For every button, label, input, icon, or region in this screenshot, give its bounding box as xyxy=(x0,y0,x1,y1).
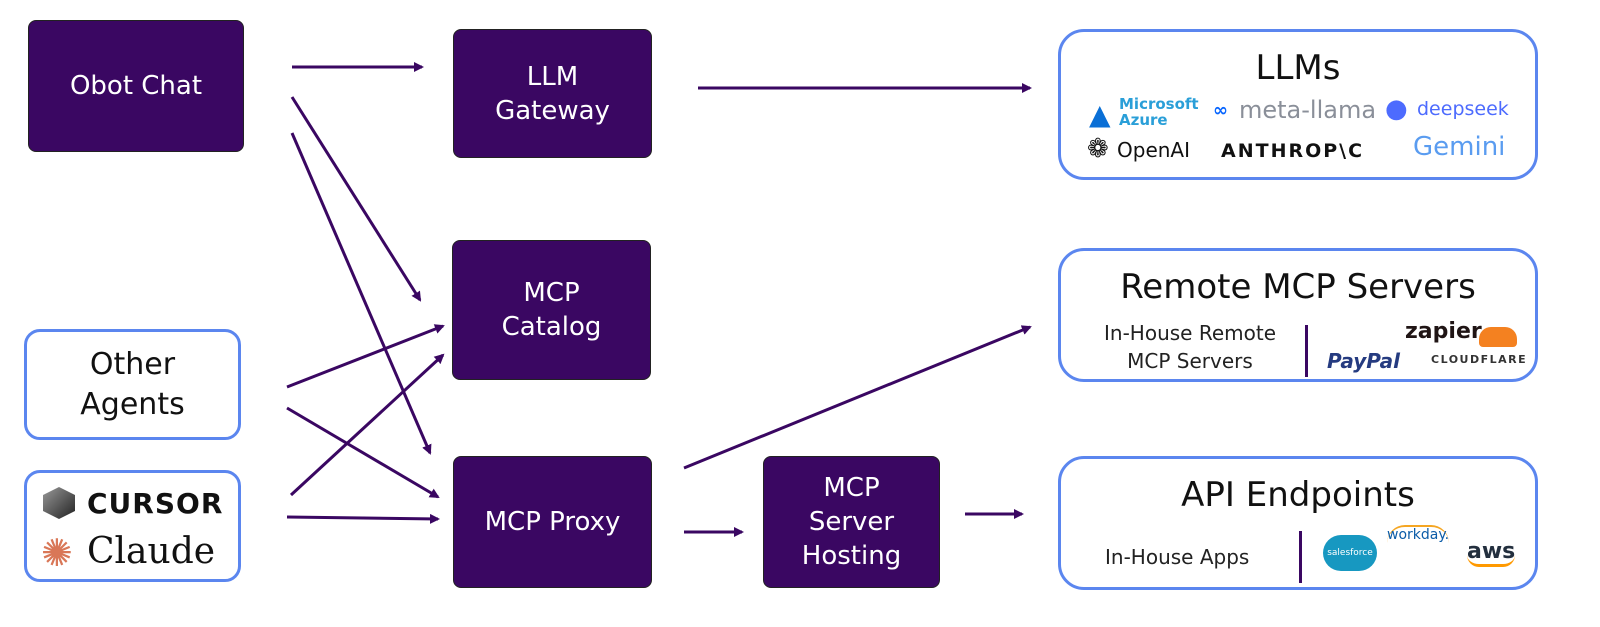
llms-node[interactable]: LLMs ▲ Microsoft Azure ∞ meta-llama ● de… xyxy=(1058,29,1538,180)
label: Obot Chat xyxy=(69,71,203,101)
cursor-claude-node[interactable]: CURSOR ✺ Claude xyxy=(24,470,241,582)
deepseek-icon: ● xyxy=(1385,94,1408,124)
api-endpoints-title: API Endpoints xyxy=(1181,475,1415,515)
gemini-logo: Gemini xyxy=(1413,132,1506,162)
cloudflare-logo: CLOUDFLARE xyxy=(1431,353,1528,366)
claude-icon: ✺ xyxy=(41,531,73,575)
openai-logo: OpenAI xyxy=(1117,138,1190,162)
arrow-obot-to-catalog xyxy=(290,96,422,302)
other-agents-node[interactable]: Other Agents xyxy=(24,329,241,440)
deepseek-logo: deepseek xyxy=(1417,98,1509,120)
meta-icon: ∞ xyxy=(1213,100,1228,121)
azure-icon: ▲ xyxy=(1089,98,1111,131)
divider xyxy=(1299,531,1302,583)
mcp-server-hosting-node[interactable]: MCP Server Hosting xyxy=(763,456,940,588)
in-house-remote-label: In-House Remote MCP Servers xyxy=(1104,321,1276,373)
anthropic-logo: ANTHROP\C xyxy=(1221,140,1365,162)
cloudflare-icon xyxy=(1479,327,1517,347)
remote-mcp-servers-node[interactable]: Remote MCP Servers In-House Remote MCP S… xyxy=(1058,248,1538,382)
label: MCP Server Hosting xyxy=(801,473,902,571)
arrow-cursor-to-catalog xyxy=(289,353,445,497)
label: Other Agents xyxy=(80,346,185,422)
label: MCP Proxy xyxy=(484,507,621,537)
llm-gateway-node[interactable]: LLM Gateway xyxy=(453,29,652,158)
zapier-logo: zapier xyxy=(1393,319,1482,344)
remote-mcp-title: Remote MCP Servers xyxy=(1120,267,1476,307)
arrow-proxy-to-remote xyxy=(683,325,1032,470)
azure-logo: Microsoft Azure xyxy=(1119,95,1199,129)
salesforce-logo: salesforce xyxy=(1323,535,1377,571)
aws-logo: aws xyxy=(1467,539,1516,567)
cursor-icon xyxy=(43,487,75,519)
label: MCP Catalog xyxy=(501,278,602,342)
cursor-logo: CURSOR xyxy=(87,487,224,520)
mcp-catalog-node[interactable]: MCP Catalog xyxy=(452,240,651,380)
obot-chat-node[interactable]: Obot Chat xyxy=(28,20,244,152)
workday-logo: workday. xyxy=(1387,525,1450,543)
claude-logo: Claude xyxy=(87,531,216,572)
label: LLM Gateway xyxy=(495,61,610,126)
arrow-obot-to-proxy xyxy=(290,132,432,455)
meta-llama-logo: meta-llama xyxy=(1239,96,1377,124)
arrow-cursor-to-proxy xyxy=(286,513,440,524)
arrow-agents-to-proxy xyxy=(286,406,440,499)
arrow-agents-to-catalog xyxy=(286,324,445,389)
llms-title: LLMs xyxy=(1255,48,1341,88)
api-endpoints-node[interactable]: API Endpoints In-House Apps salesforce w… xyxy=(1058,456,1538,590)
divider xyxy=(1305,325,1308,377)
paypal-logo: PayPal xyxy=(1327,349,1401,373)
openai-icon: ❁ xyxy=(1087,134,1109,164)
in-house-apps-label: In-House Apps xyxy=(1105,545,1250,569)
mcp-proxy-node[interactable]: MCP Proxy xyxy=(453,456,652,588)
